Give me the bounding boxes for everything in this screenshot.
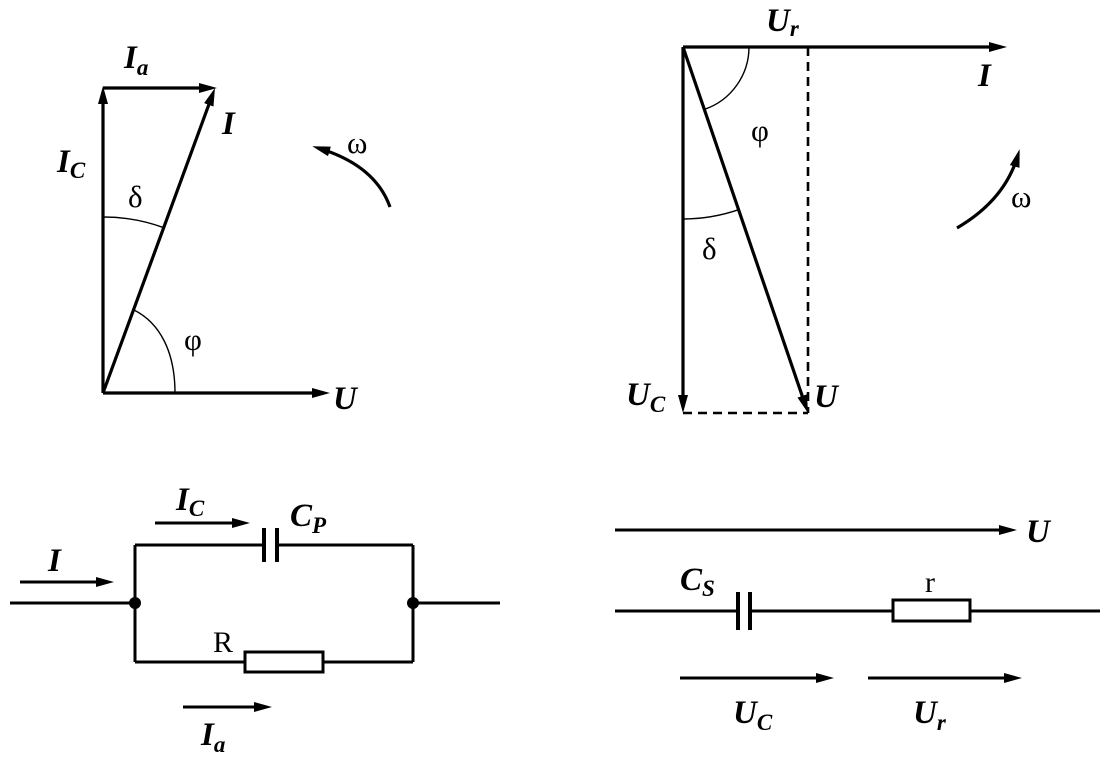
label-u-c-sub: C	[650, 392, 666, 417]
node-right	[407, 597, 419, 609]
rotation-omega-arrow	[956, 149, 1020, 230]
vector-i	[101, 87, 215, 394]
label-i: I	[47, 543, 62, 579]
label-r: R	[213, 626, 233, 659]
label-i: I	[977, 58, 992, 94]
label-u-c-main: U	[626, 377, 652, 413]
label-i-a: Ia	[200, 717, 225, 757]
label-u-c-main: U	[733, 695, 759, 731]
label-u-r-main: U	[766, 3, 792, 39]
label-c-p-main: C	[290, 498, 313, 534]
angle-delta-arc	[102, 216, 164, 229]
label-c-p-sub: P	[311, 513, 327, 538]
label-u: U	[1026, 514, 1052, 550]
angle-phi-arc	[704, 46, 750, 111]
label-u-c: UC	[626, 377, 666, 417]
resistor-r	[243, 650, 325, 674]
label-u-r: Ur	[913, 695, 947, 735]
label-u-r-sub: r	[790, 16, 800, 41]
label-i-c-main: I	[56, 144, 71, 180]
label-c-s-main: C	[680, 562, 703, 598]
left-phasor-diagram: IC Ia I U δ φ ω	[56, 40, 392, 417]
label-i-a-sub: a	[214, 732, 226, 757]
label-i-a: Ia	[123, 40, 148, 80]
label-phi: φ	[184, 322, 202, 357]
angle-phi-arc	[133, 309, 176, 394]
series-circuit: U CS r UC Ur	[615, 514, 1100, 735]
angle-delta-arc	[682, 209, 739, 220]
label-u-c: UC	[733, 695, 773, 735]
label-c-p: CP	[290, 498, 327, 538]
label-u-r-sub: r	[937, 710, 947, 735]
label-i-c-sub: C	[70, 158, 86, 183]
label-i-c-main: I	[175, 482, 190, 518]
node-left	[129, 597, 141, 609]
label-omega: ω	[347, 125, 367, 160]
rotation-omega-arrow	[312, 146, 392, 208]
label-u: U	[814, 379, 840, 415]
right-phasor-diagram: Ur I φ δ ω UC U	[626, 3, 1031, 417]
label-delta: δ	[128, 179, 143, 214]
label-u-c-sub: C	[757, 710, 773, 735]
parallel-circuit: IC CP I R Ia	[10, 482, 500, 757]
label-u-r: Ur	[766, 3, 800, 41]
label-i-a-sub: a	[137, 55, 149, 80]
label-u-r-main: U	[913, 695, 939, 731]
label-phi: φ	[751, 113, 769, 148]
label-i-c-sub: C	[189, 496, 205, 521]
label-omega: ω	[1011, 179, 1031, 214]
label-c-s-sub: S	[702, 576, 715, 601]
resistor-r	[891, 598, 972, 623]
label-i-c: IC	[175, 482, 205, 521]
label-u: U	[333, 381, 359, 417]
label-i-c: IC	[56, 144, 86, 183]
vector-u	[681, 46, 809, 413]
label-r: r	[925, 566, 935, 599]
label-i-a-main: I	[200, 717, 215, 753]
label-delta: δ	[702, 231, 717, 266]
label-i-a-main: I	[123, 40, 138, 76]
label-c-s: CS	[680, 562, 715, 601]
label-i: I	[221, 106, 236, 142]
